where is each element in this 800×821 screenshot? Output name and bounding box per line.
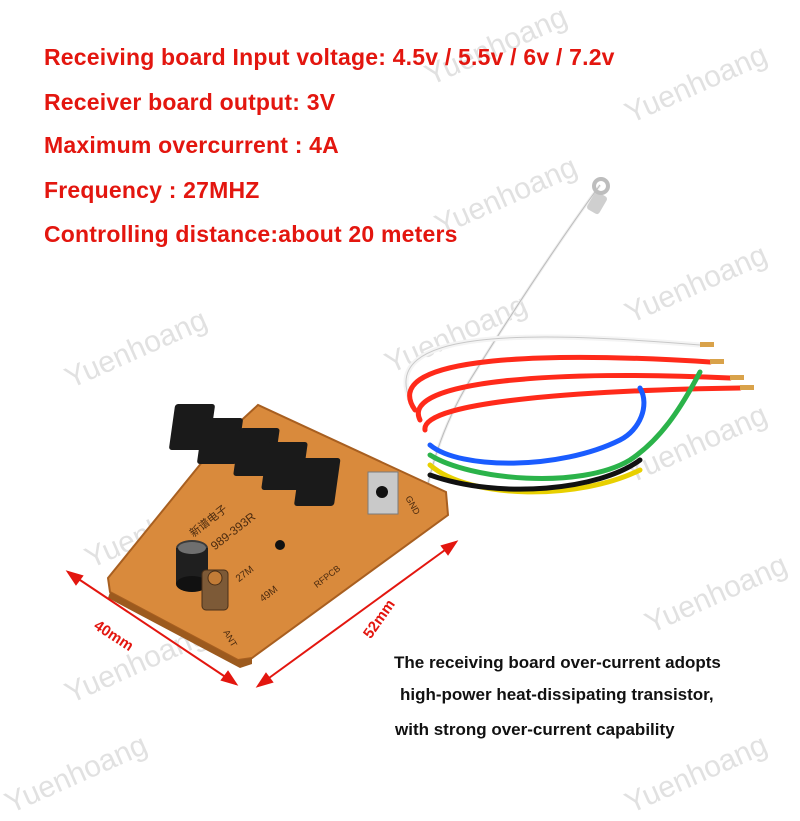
output-wires [403,334,743,495]
wire-tips [700,342,754,390]
description-line-1: The receiving board over-current adopts [394,653,721,672]
dimension-lines [65,540,459,688]
receiver-pcb [106,403,450,668]
spec-distance: Controlling distance:about 20 meters [44,221,458,247]
transistor-array [169,404,341,506]
spec-frequency: Frequency : 27MHZ [44,177,260,203]
antenna-ring-terminal [592,177,610,195]
description-line-2: high-power heat-dissipating transistor, [400,685,714,704]
spec-overcurrent: Maximum overcurrent : 4A [44,132,339,158]
description-line-3: with strong over-current capability [395,720,675,739]
spec-input-voltage: Receiving board Input voltage: 4.5v / 5.… [44,44,615,70]
product-photo [65,177,754,688]
spec-output: Receiver board output: 3V [44,89,336,115]
